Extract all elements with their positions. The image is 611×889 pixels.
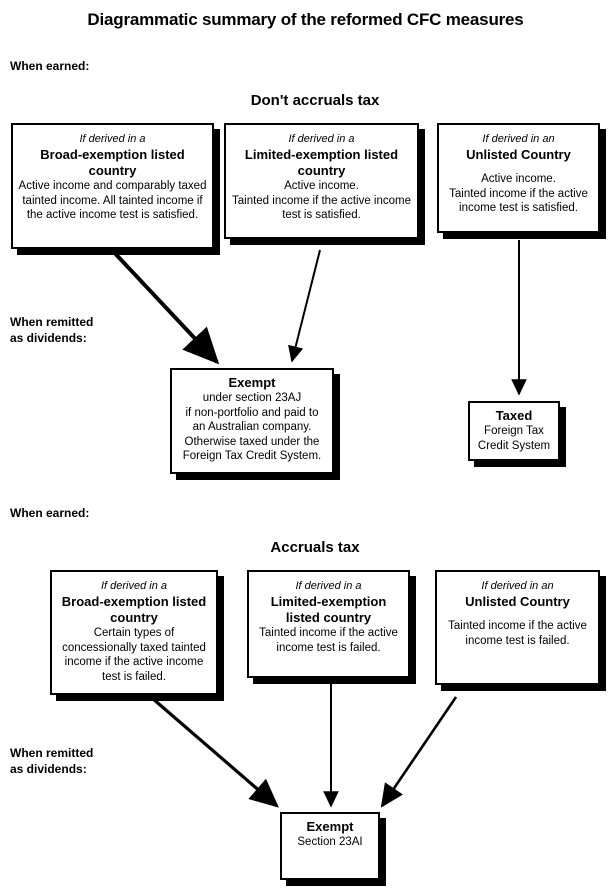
box-heading: Unlisted Country <box>466 147 571 162</box>
box-body: Tainted income if the active income test… <box>448 620 587 647</box>
spacer <box>444 163 593 172</box>
box-heading: Exempt <box>228 375 276 390</box>
section2-when-remitted-label: When remitted as dividends: <box>10 746 94 776</box>
arrow-broad-to-exempt-23ai <box>150 696 279 808</box>
box-unlisted-country-earned[interactable]: If derived in an Unlisted Country Active… <box>437 123 600 233</box>
box-unlisted-country-accruals[interactable]: If derived in an Unlisted Country Tainte… <box>435 570 600 685</box>
section1-band-title: Don't accruals tax <box>250 92 380 109</box>
box-lead: If derived in a <box>100 580 168 592</box>
box-body: Certain types of concessionally taxed ta… <box>62 627 206 683</box>
box-limited-exemption-listed-country-earned[interactable]: If derived in a Limited-exemption listed… <box>224 123 419 239</box>
box-body: Section 23AI <box>297 836 363 848</box>
box-taxed-foreign-tax-credit-system[interactable]: Taxed Foreign Tax Credit System <box>468 401 560 461</box>
box-lead: If derived in a <box>288 133 355 145</box>
box-body: under section 23AJ if non-portfolio and … <box>182 392 322 462</box>
box-body: Active income. Tainted income if the act… <box>449 173 588 214</box>
box-body: Foreign Tax Credit System <box>477 425 551 452</box>
arrow-broad-to-exempt-23aj <box>108 246 220 365</box>
box-body: Active income. Tainted income if the act… <box>232 180 411 221</box>
box-lead: If derived in an <box>481 580 554 592</box>
section2-band-title: Accruals tax <box>270 539 360 556</box>
box-heading: Limited-exemption listed country <box>270 594 387 625</box>
box-broad-exemption-listed-country-accruals[interactable]: If derived in a Broad-exemption listed c… <box>50 570 218 695</box>
box-heading: Broad-exemption listed country <box>61 594 207 625</box>
section2-when-earned-label: When earned: <box>10 506 90 520</box>
box-heading: Unlisted Country <box>465 594 570 609</box>
box-body: Active income and comparably taxed taint… <box>18 180 207 221</box>
section1-when-earned-label: When earned: <box>10 59 90 73</box>
box-body: Tainted income if the active income test… <box>259 627 398 654</box>
box-lead: If derived in a <box>295 580 362 592</box>
box-heading: Broad-exemption listed country <box>40 147 185 178</box>
box-heading: Exempt <box>306 819 354 834</box>
box-heading: Limited-exemption listed country <box>244 147 399 178</box>
box-broad-exemption-listed-country-earned[interactable]: If derived in a Broad-exemption listed c… <box>11 123 214 249</box>
page-title: Diagrammatic summary of the reformed CFC… <box>87 10 524 29</box>
arrow-unlisted-to-exempt-23ai <box>380 696 458 808</box>
box-lead: If derived in a <box>79 133 146 145</box>
spacer <box>442 610 593 619</box>
arrow-limited-to-exempt-23aj <box>288 249 321 363</box>
box-exempt-23aj[interactable]: Exempt under section 23AJ if non-portfol… <box>170 368 334 474</box>
box-exempt-23ai[interactable]: Exempt Section 23AI <box>280 812 380 880</box>
box-lead: If derived in an <box>482 133 555 145</box>
section1-when-remitted-label: When remitted as dividends: <box>10 315 94 345</box>
box-heading: Taxed <box>495 408 533 423</box>
box-limited-exemption-listed-country-accruals[interactable]: If derived in a Limited-exemption listed… <box>247 570 410 678</box>
